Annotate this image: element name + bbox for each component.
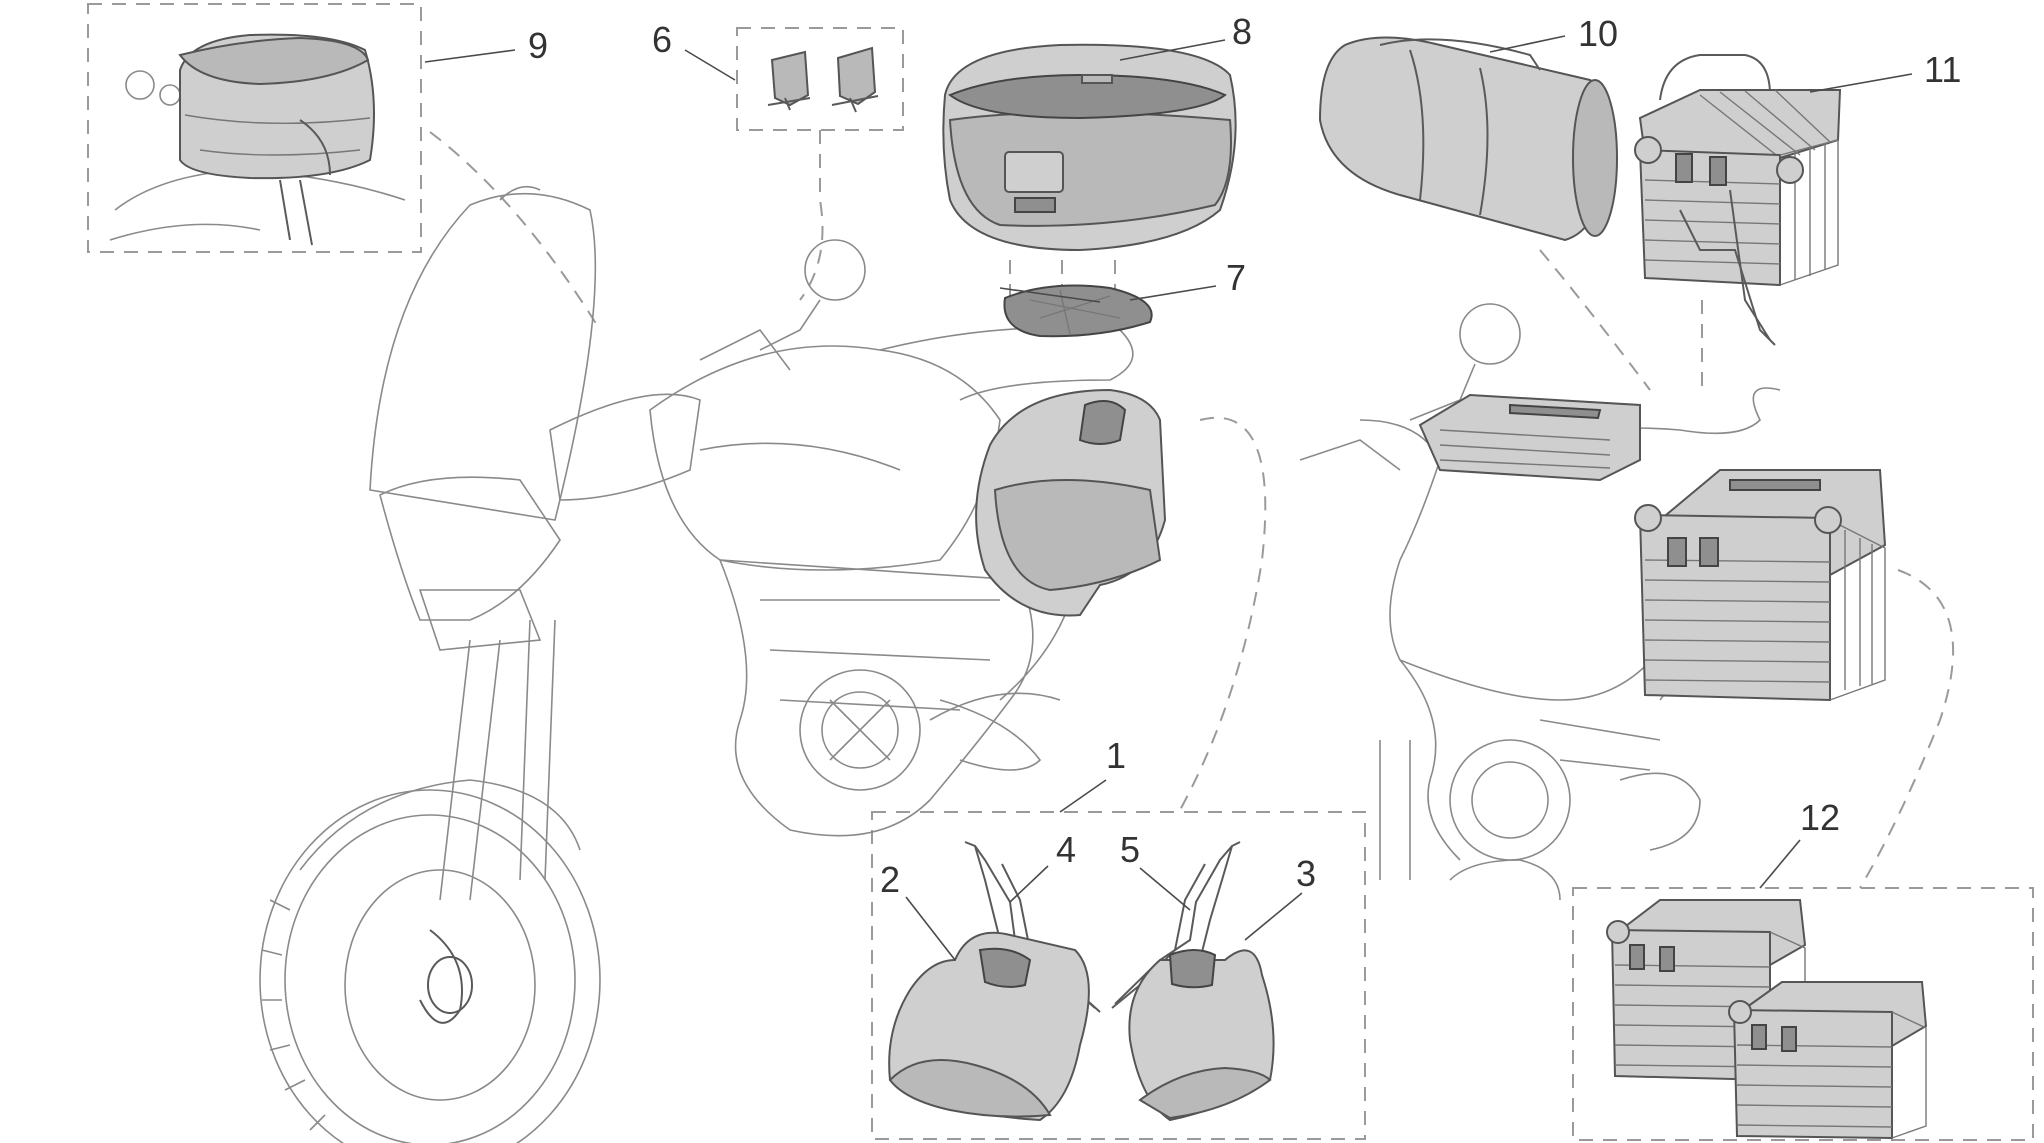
- dashed-link-alu-side-case: [1859, 569, 1955, 889]
- motorcycle-right-illustration: [1299, 303, 1781, 901]
- callout-3: 3: [1296, 853, 1316, 894]
- callout-9: 9: [528, 25, 548, 66]
- top-case-illustration: [942, 43, 1237, 252]
- callout-2: 2: [880, 859, 900, 900]
- dashed-link-brackets: [799, 130, 824, 301]
- callout-12: 12: [1800, 797, 1840, 838]
- group-box-brackets: [736, 27, 904, 131]
- alu-side-case-fitted: [1634, 469, 1887, 702]
- alu-top-case-fitted: [1418, 393, 1641, 482]
- leader-lines: [424, 35, 1913, 961]
- callout-10: 10: [1578, 13, 1618, 54]
- callout-8: 8: [1232, 11, 1252, 52]
- roll-bag-illustration: [1318, 36, 1618, 242]
- callout-labels: 9 6 8 7 10 11 1 2 4 5 3 12: [528, 11, 1961, 900]
- group-box-aluminium-case-kit: [1572, 887, 2034, 1141]
- bracket-pair-illustration: [767, 46, 879, 113]
- side-case-kit-illustration: [888, 841, 1275, 1122]
- group-box-tank-bag: [87, 3, 422, 253]
- dashed-link-roll-bag: [1539, 249, 1651, 391]
- callout-11: 11: [1924, 49, 1961, 90]
- side-case-fitted-left: [975, 388, 1167, 617]
- callout-7: 7: [1226, 257, 1246, 298]
- tank-bag-illustration: [109, 33, 406, 246]
- dashed-link-tank-bag: [429, 131, 601, 331]
- alu-top-case-illustration: [1634, 54, 1842, 346]
- dashed-link-side-case: [1179, 416, 1267, 811]
- callout-5: 5: [1120, 829, 1140, 870]
- alu-side-case-kit-illustration: [1606, 899, 1928, 1140]
- callout-1: 1: [1106, 735, 1126, 776]
- group-box-side-case-kit: [871, 811, 1366, 1140]
- callout-4: 4: [1056, 829, 1076, 870]
- callout-6: 6: [652, 19, 672, 60]
- rear-rack-plate-illustration: [1003, 284, 1153, 338]
